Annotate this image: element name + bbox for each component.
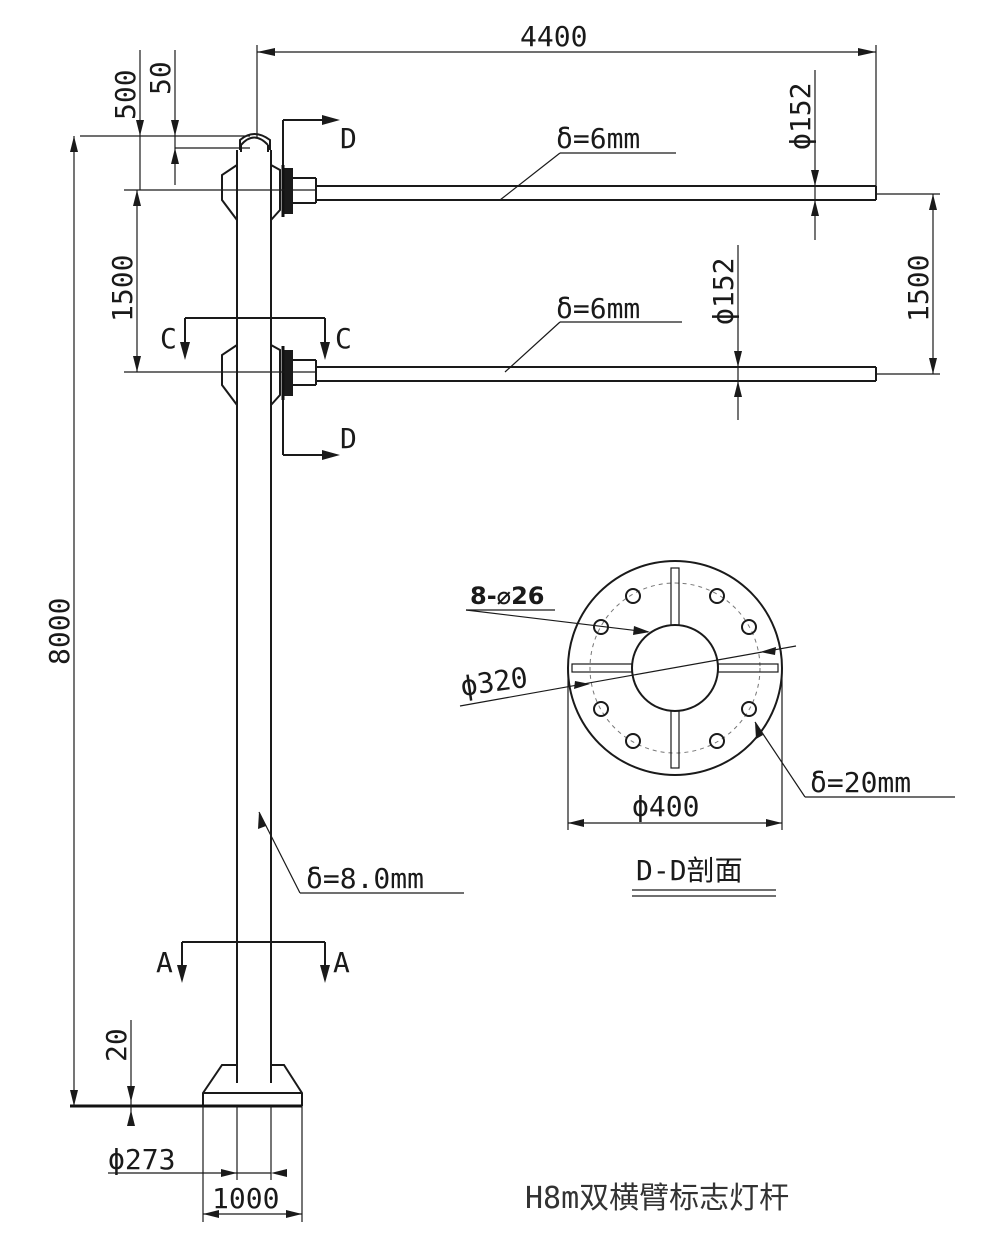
drawing-title: H8m双横臂标志灯杆: [525, 1181, 789, 1216]
arm-spacing-right-label: 1500: [902, 255, 935, 322]
base-width-label: 1000: [212, 1182, 279, 1215]
offset-500-label: 500: [109, 69, 142, 120]
dim-base-width: [203, 1210, 302, 1218]
leader-lower-arm-thickness: [504, 321, 682, 373]
base-height-label: 20: [100, 1028, 133, 1062]
section-c-mark: [180, 317, 330, 360]
leader-flange-holes: [465, 609, 650, 635]
section-title: D-D剖面: [636, 854, 743, 887]
dim-pole-diameter: [108, 1169, 287, 1177]
upper-arm-thickness-label: δ=6mm: [556, 122, 640, 155]
offset-50-label: 50: [144, 61, 177, 95]
arm-length-label: 4400: [520, 20, 587, 53]
lower-arm-thickness-label: δ=6mm: [556, 292, 640, 325]
dim-base-height: [127, 1020, 135, 1126]
leader-pole-thickness: [258, 811, 464, 894]
arm-diameter-lower-label: ϕ152: [707, 258, 740, 325]
lower-arm: [316, 366, 877, 382]
pole-base: [70, 1064, 303, 1222]
dim-arm-spacing-right: [876, 193, 940, 375]
section-d-lower-mark: [282, 400, 340, 460]
pole-diameter-label: ϕ273: [108, 1143, 175, 1176]
pole-cap: [239, 133, 271, 150]
dim-pole-height: [70, 136, 78, 1106]
upper-arm-bracket: [221, 164, 317, 221]
pole-shaft: [236, 136, 272, 1083]
bolt-circle-label: ϕ320: [458, 661, 529, 703]
arm-diameter-upper-label: ϕ152: [784, 83, 817, 150]
pole-thickness-label: δ=8.0mm: [306, 862, 424, 895]
flange-thickness-label: δ=20mm: [810, 766, 911, 799]
flange-outer-label: ϕ400: [632, 790, 699, 823]
section-a-mark: [177, 941, 330, 983]
section-c-left-label: C: [160, 322, 177, 355]
dim-arm-spacing-left: [124, 189, 316, 373]
section-d-upper-mark: [282, 115, 340, 165]
section-a-left-label: A: [156, 946, 173, 979]
section-d-lower-label: D: [340, 422, 357, 455]
section-a-right-label: A: [333, 946, 350, 979]
dim-arm-diameter-lower: [734, 245, 742, 420]
leader-bolt-circle: [459, 645, 797, 707]
pole-height-label: 8000: [43, 598, 76, 665]
dim-flange-outer: [567, 668, 783, 830]
arm-spacing-left-label: 1500: [106, 255, 139, 322]
dim-top-offset: [80, 50, 250, 190]
leader-upper-arm-thickness: [499, 152, 676, 201]
section-c-right-label: C: [335, 322, 352, 355]
section-d-upper-label: D: [340, 122, 357, 155]
leader-flange-thickness: [754, 721, 955, 798]
dim-arm-length: [256, 45, 877, 186]
upper-arm: [316, 185, 877, 201]
dim-arm-diameter-upper: [811, 70, 819, 240]
flange-holes-label: 8-⌀26: [470, 582, 545, 610]
